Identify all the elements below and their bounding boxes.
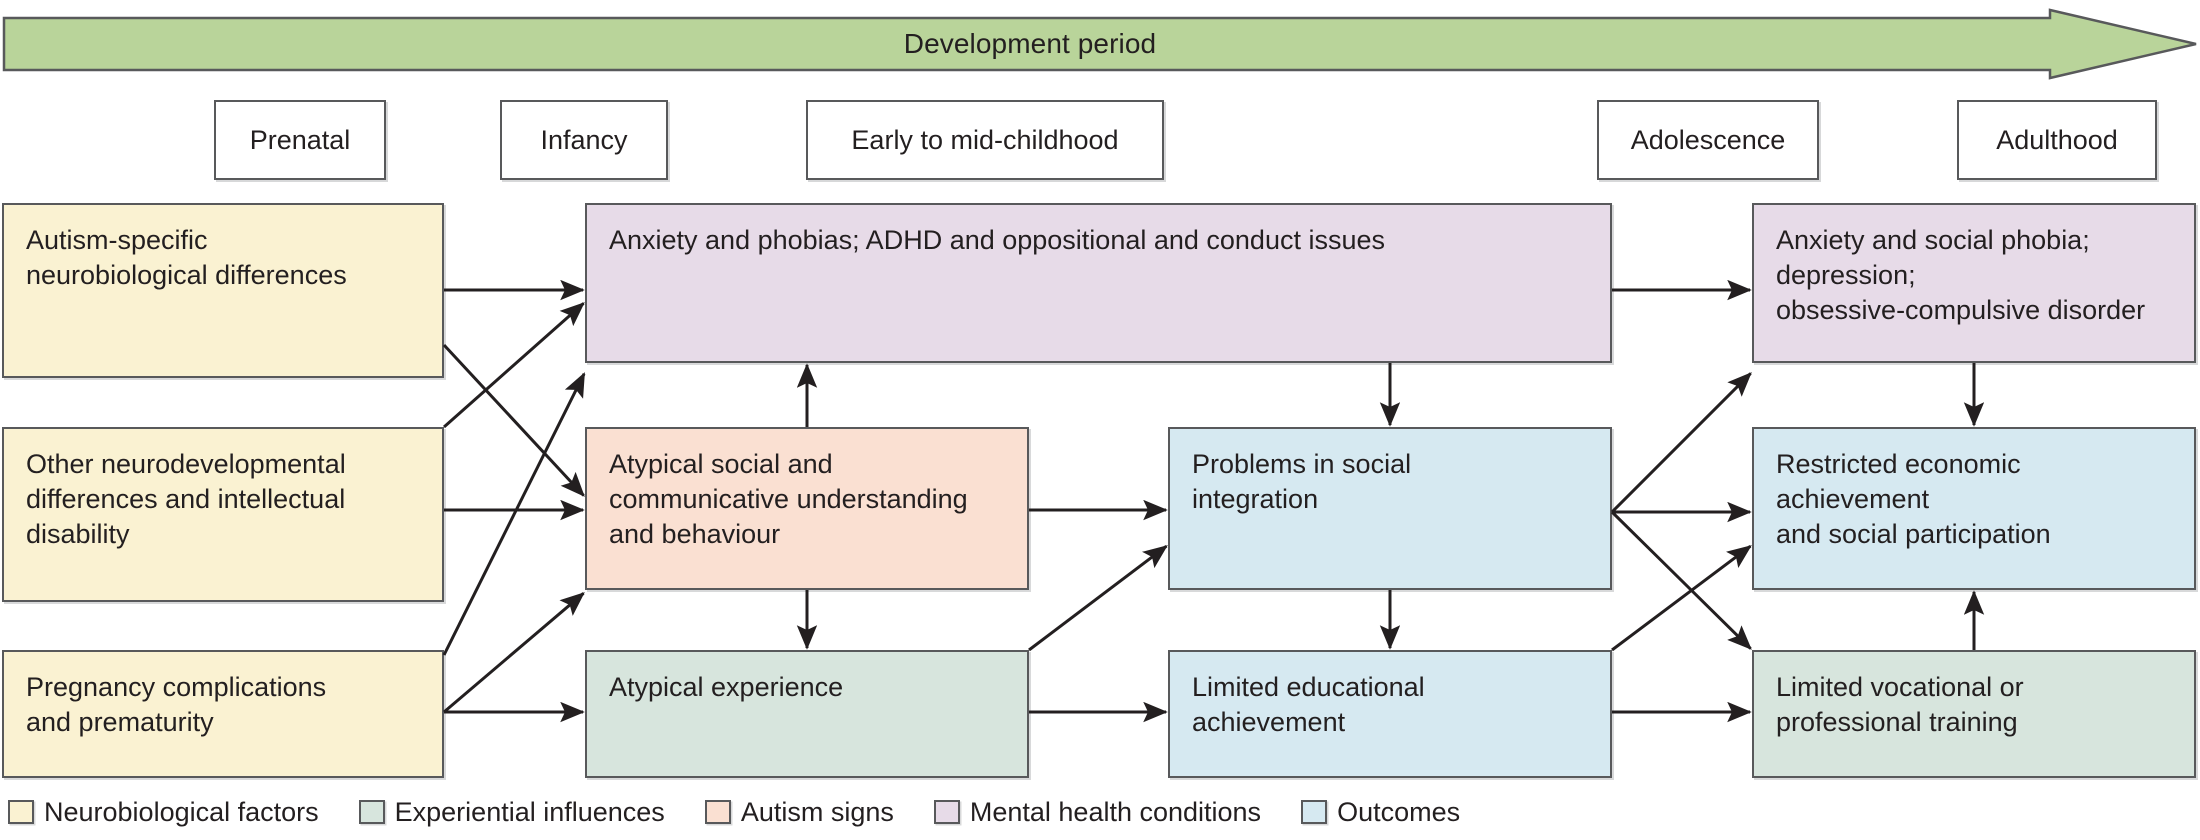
legend-item: Neurobiological factors <box>8 797 319 828</box>
period-box-label: Prenatal <box>249 124 351 155</box>
period-box-early-to-mid-childhood: Early to mid-childhood <box>806 100 1164 180</box>
period-box-prenatal: Prenatal <box>214 100 386 180</box>
legend-swatch <box>933 800 960 824</box>
period-box-infancy: Infancy <box>500 100 668 180</box>
development-period-label: Development period <box>903 28 1157 59</box>
legend-swatch <box>8 800 34 824</box>
legend-item: Autism signs <box>704 796 894 828</box>
node-atypical-social: Atypical social and communicative unders… <box>585 427 1029 590</box>
legend-swatch <box>1301 800 1328 824</box>
edge-atypical-exp-to-social-integ <box>1028 545 1168 652</box>
edge-pregnancy-to-anxiety-adhd <box>442 372 586 656</box>
edge-social-integ-to-limited-voc <box>1610 510 1752 650</box>
node-autism-neuro: Autism-specific neurobiological differen… <box>2 203 444 378</box>
legend-swatch <box>358 800 385 824</box>
legend-swatch <box>704 800 731 824</box>
node-label: Anxiety and social phobia; depression; o… <box>1776 225 2146 326</box>
node-label: Atypical social and communicative unders… <box>609 449 968 550</box>
node-label: Problems in social integration <box>1192 449 1412 515</box>
period-box-label: Adulthood <box>1996 124 2118 155</box>
period-box-label: Adolescence <box>1630 124 1786 155</box>
node-anxiety-adhd: Anxiety and phobias; ADHD and opposition… <box>585 203 1612 363</box>
edge-pregnancy-to-atypical-social <box>443 592 585 714</box>
node-label: Restricted economic achievement and soci… <box>1776 449 2051 550</box>
node-label: Anxiety and phobias; ADHD and opposition… <box>609 225 1385 255</box>
legend: Neurobiological factors Experiential infl… <box>8 795 1500 829</box>
edge-other-neuro-to-anxiety-adhd <box>443 302 585 429</box>
development-period-arrow-shape <box>2 8 2197 80</box>
node-label: Pregnancy complications and prematurity <box>26 672 327 738</box>
legend-label: Mental health conditions <box>969 796 1262 827</box>
period-box-adolescence: Adolescence <box>1597 100 1819 180</box>
node-label: Atypical experience <box>609 672 844 702</box>
node-label: Limited vocational or professional train… <box>1776 672 2024 738</box>
node-social-integ: Problems in social integration <box>1168 427 1612 590</box>
node-limited-voc: Limited vocational or professional train… <box>1752 650 2196 778</box>
legend-label: Autism signs <box>740 796 894 827</box>
legend-item: Outcomes <box>1301 797 1460 828</box>
node-label: Other neurodevelopmental differences and… <box>26 449 346 550</box>
node-anxiety-adult: Anxiety and social phobia; depression; o… <box>1752 203 2196 363</box>
legend-label: Experiential influences <box>394 796 665 827</box>
period-box-label: Early to mid-childhood <box>851 124 1119 155</box>
legend-item: Mental health conditions <box>933 796 1262 828</box>
development-period-arrow: Development period <box>0 8 2200 80</box>
edge-autism-neuro-to-atypical-social <box>442 343 585 497</box>
node-label: Autism-specific neurobiological differen… <box>26 225 347 291</box>
node-restricted-econ: Restricted economic achievement and soci… <box>1752 427 2196 590</box>
node-other-neuro: Other neurodevelopmental differences and… <box>2 427 444 602</box>
node-atypical-exp: Atypical experience <box>585 650 1029 778</box>
edge-limited-edu-to-restricted-econ <box>1611 545 1752 652</box>
period-box-adulthood: Adulthood <box>1957 100 2157 180</box>
node-pregnancy: Pregnancy complications and prematurity <box>2 650 444 778</box>
legend-label: Neurobiological factors <box>44 796 319 827</box>
legend-item: Experiential influences <box>358 796 665 828</box>
edge-social-integ-to-anxiety-adult <box>1610 372 1752 514</box>
legend-label: Outcomes <box>1337 796 1461 827</box>
node-label: Limited educational achievement <box>1192 672 1425 738</box>
period-box-label: Infancy <box>540 124 628 155</box>
node-limited-edu: Limited educational achievement <box>1168 650 1612 778</box>
